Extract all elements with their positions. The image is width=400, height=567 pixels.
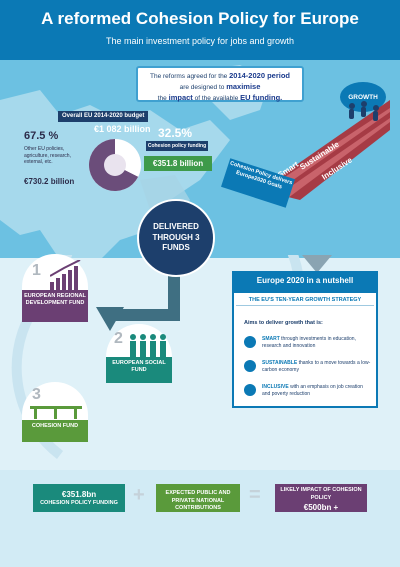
europe2020-panel [232,291,378,408]
fund-numeral: 2 [114,330,123,347]
budget-donut-chart [89,139,141,191]
equation-label: COHESION POLICY FUNDING [40,500,118,507]
bridge-icon [30,406,82,419]
fund-cohesion: COHESION FUND [22,420,88,442]
fund-esf: EUROPEAN SOCIAL FUND [106,357,172,383]
europe2020-subtitle: THE EU'S TEN-YEAR GROWTH STRATEGY [236,297,374,306]
reform-callout: The reforms agreed for the 2014-2020 per… [136,66,304,102]
fund-erdf: EUROPEAN REGIONAL DEVELOPMENT FUND [22,290,88,322]
callout-highlight: impact [168,92,193,102]
cohesion-percent: 32.5% [158,126,193,140]
cohesion-amount: €351.8 billion [144,156,212,171]
europe2020-item-sustainable: SUSTAINABLE thanks to a move towards a l… [244,360,372,374]
leaf-icon [244,360,256,372]
callout-highlight: EU funding. [240,92,283,102]
lightbulb-icon [244,336,256,348]
equation-amount: €351.8bn [61,490,97,499]
item-keyword: SMART [262,336,280,342]
europe2020-aims: Aims to deliver growth that is: [244,320,323,326]
fund-numeral: 1 [32,262,41,279]
europe2020-item-smart: SMART through investments in education, … [244,336,372,350]
callout-text: of the available [194,94,239,102]
running-track-icon: Smart Sustainable Inclusive [260,100,390,200]
budget-label: Overall EU 2014-2020 budget [58,111,149,122]
delivered-through-funds: DELIVERED THROUGH 3 FUNDS [137,199,215,277]
other-policies-description: Other EU policies, agriculture, research… [24,146,71,165]
equals-sign: = [249,484,261,506]
item-keyword: INCLUSIVE [262,384,289,390]
budget-total: €1 082 billion [94,124,151,134]
europe2020-item-inclusive: INCLUSIVE with an emphasis on job creati… [244,384,372,398]
item-keyword: SUSTAINABLE [262,360,298,366]
item-text: through investments in education, resear… [262,336,356,349]
callout-highlight: 2014-2020 period [229,71,290,80]
equation-likely-impact: LIKELY IMPACT OF COHESION POLICY €500bn … [275,484,367,512]
item-text: thanks to a move towards a low-carbon ec… [262,360,371,373]
cohesion-label: Cohesion policy funding [146,141,208,151]
page-title: A reformed Cohesion Policy for Europe [41,9,359,28]
other-policies-percent: 67.5 % [24,130,59,142]
callout-text: are designed to [179,83,225,91]
people-icon [130,334,166,358]
equation-national-contributions: EXPECTED PUBLIC AND PRIVATE NATIONAL CON… [156,484,240,512]
callout-highlight: maximise [226,81,261,91]
bar-chart-icon [50,260,81,290]
callout-text: the [157,94,167,102]
other-policies-amount: €730.2 billion [24,177,75,186]
handshake-icon [244,384,256,396]
plus-sign: + [133,484,145,506]
equation-label: LIKELY IMPACT OF COHESION POLICY [280,487,362,501]
item-text: with an emphasis on job creation and pov… [262,384,363,397]
header-band [0,0,400,60]
europe2020-title: Europe 2020 in a nutshell [232,271,378,291]
fund-numeral: 3 [32,386,41,403]
page-subtitle: The main investment policy for jobs and … [105,36,295,46]
callout-text: The reforms agreed for the [149,73,228,80]
equation-cohesion-funding: €351.8bn COHESION POLICY FUNDING [33,484,125,512]
equation-amount: €500bn + [303,503,339,513]
